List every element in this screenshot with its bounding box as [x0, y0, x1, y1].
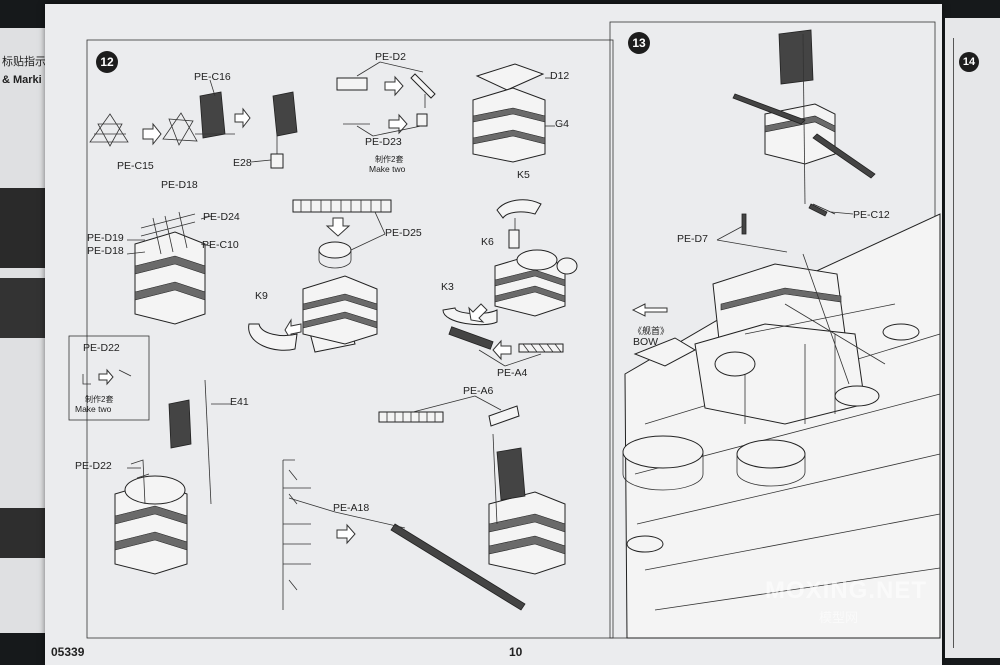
label-k6: K6 [481, 236, 494, 248]
label-pe-c15: PE-C15 [117, 160, 154, 172]
instruction-page: 12 13 PE-C16 PE-C15 E28 PE-D18 PE-D2 PE-… [45, 4, 942, 665]
label-make-two-cn-a: 制作2套 [375, 155, 404, 164]
label-pe-d19: PE-D19 [87, 232, 124, 244]
left-page-header-en: & Marki [2, 74, 42, 86]
step-14-badge: 14 [959, 52, 979, 72]
left-page-header-cn: 标贴指示 [2, 56, 46, 68]
label-d12: D12 [550, 70, 570, 82]
label-pe-d18-b: PE-D18 [87, 245, 124, 257]
right-page-frame [953, 38, 954, 648]
watermark-main: MOXING.NET [765, 577, 928, 604]
label-make-two-cn-b: 制作2套 [85, 395, 114, 404]
watermark-sub: 模型网 [819, 610, 859, 625]
label-pe-a4: PE-A4 [497, 367, 528, 379]
left-page-decal-strip-3 [0, 508, 52, 558]
label-pe-d18-a: PE-D18 [161, 179, 198, 191]
label-pe-d22-box: PE-D22 [83, 342, 120, 354]
label-make-two-b: Make two [75, 404, 112, 414]
label-k3: K3 [441, 281, 454, 293]
label-k5: K5 [517, 169, 530, 181]
right-page: 14 [945, 18, 1000, 658]
left-page-decal-strip [0, 188, 52, 268]
label-g4: G4 [555, 118, 570, 130]
step-13-badge: 13 [628, 32, 650, 54]
label-pe-d2: PE-D2 [375, 51, 406, 63]
label-k9: K9 [255, 290, 268, 302]
label-pe-d7: PE-D7 [677, 233, 708, 245]
label-pe-d24: PE-D24 [203, 211, 240, 223]
left-page: 标贴指示 & Marki [0, 28, 52, 633]
label-pe-c16: PE-C16 [194, 71, 231, 83]
label-pe-d22: PE-D22 [75, 460, 112, 472]
label-pe-d25: PE-D25 [385, 227, 422, 239]
label-make-two-a: Make two [369, 164, 406, 174]
left-page-decal-strip-2 [0, 278, 52, 338]
label-pe-c12: PE-C12 [853, 209, 890, 221]
step-12-badge: 12 [96, 51, 118, 73]
label-bow-cn: 《舰首》 [633, 326, 670, 336]
footer-page-number: 10 [509, 645, 523, 659]
label-bow: BOW [633, 336, 659, 348]
instruction-drawing [68, 21, 941, 639]
label-pe-a18: PE-A18 [333, 502, 370, 514]
battleship-drawing [622, 29, 941, 639]
label-pe-a6: PE-A6 [463, 385, 494, 397]
footer-code: 05339 [51, 645, 85, 659]
label-e41: E41 [230, 396, 249, 408]
label-pe-c10: PE-C10 [202, 239, 239, 251]
label-e28: E28 [233, 157, 252, 169]
label-pe-d23: PE-D23 [365, 136, 402, 148]
